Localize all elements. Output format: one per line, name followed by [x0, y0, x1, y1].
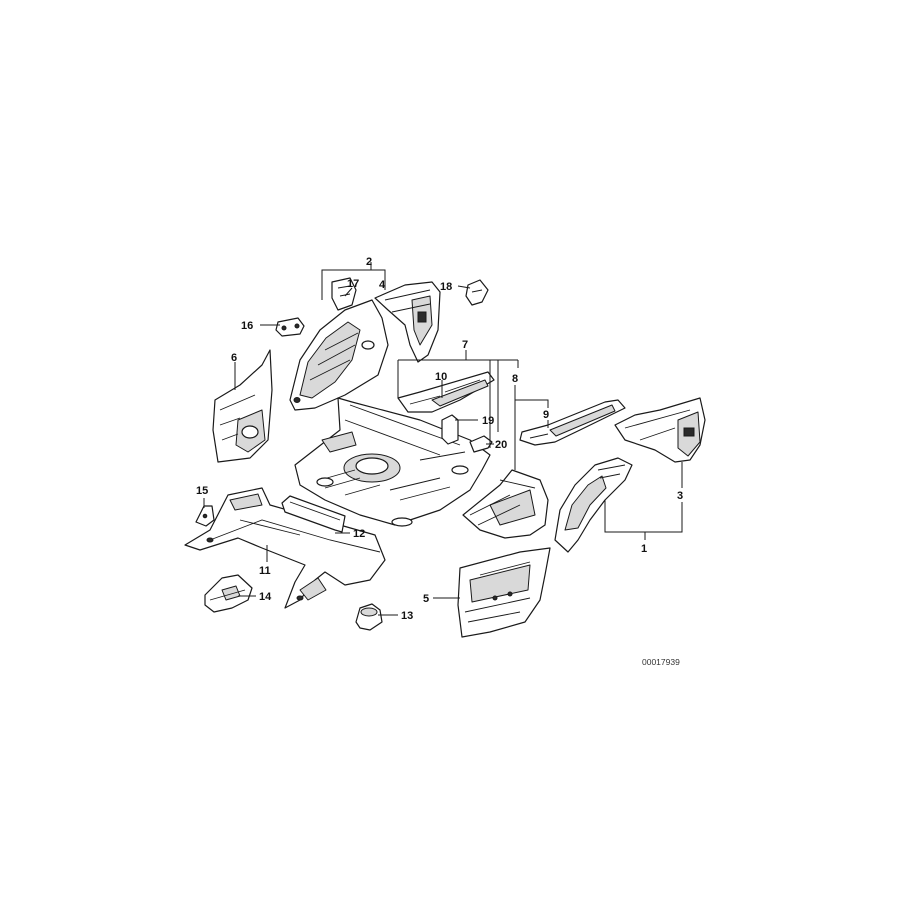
callout-2: 2	[366, 256, 372, 268]
part-1-wheel-house[interactable]	[554, 457, 633, 553]
part-16-plate[interactable]	[275, 317, 305, 337]
callout-15: 15	[196, 485, 208, 497]
part-14-bracket[interactable]	[204, 574, 253, 613]
part-9-rail[interactable]	[519, 399, 626, 446]
leader-lines	[203, 262, 683, 616]
callout-11: 11	[259, 565, 271, 577]
callout-17: 17	[347, 278, 359, 290]
callout-7: 7	[462, 339, 468, 351]
floor-pan[interactable]	[294, 397, 491, 527]
part-12-strip[interactable]	[281, 495, 346, 533]
part-13-grommet[interactable]	[355, 603, 383, 631]
part-18-bracket[interactable]	[465, 279, 489, 306]
part-11-cross-member[interactable]	[184, 487, 386, 609]
callout-10: 10	[435, 371, 447, 383]
callout-1: 1	[641, 543, 647, 555]
callout-16: 16	[241, 320, 253, 332]
part-3-rear-panel[interactable]	[614, 397, 706, 463]
callout-18: 18	[440, 281, 452, 293]
callout-6: 6	[231, 352, 237, 364]
part-15-bracket[interactable]	[195, 505, 215, 527]
part-2-wheel-arch[interactable]	[289, 299, 389, 411]
part-17-bracket[interactable]	[331, 277, 357, 311]
part-10-rail[interactable]	[397, 371, 495, 413]
part-6-side-panel[interactable]	[212, 349, 273, 463]
part-8-sill[interactable]	[462, 469, 549, 539]
callout-4: 4	[379, 279, 386, 291]
callout-14: 14	[259, 591, 272, 603]
callout-8: 8	[512, 373, 518, 385]
part-19-bracket[interactable]	[441, 414, 459, 445]
callout-20: 20	[495, 439, 507, 451]
part-4-inner-panel[interactable]	[374, 281, 441, 363]
callout-9: 9	[543, 409, 549, 421]
callout-5: 5	[423, 593, 429, 605]
callout-labels: 2 17 4 18 16 6 7 10 8 9 19 20 3 1 15 12 …	[196, 256, 683, 622]
callout-3: 3	[677, 490, 683, 502]
callout-19: 19	[482, 415, 494, 427]
part-5-quarter-panel[interactable]	[457, 547, 551, 638]
callout-13: 13	[401, 610, 413, 622]
callout-12: 12	[353, 528, 365, 540]
document-number: 00017939	[642, 657, 680, 667]
